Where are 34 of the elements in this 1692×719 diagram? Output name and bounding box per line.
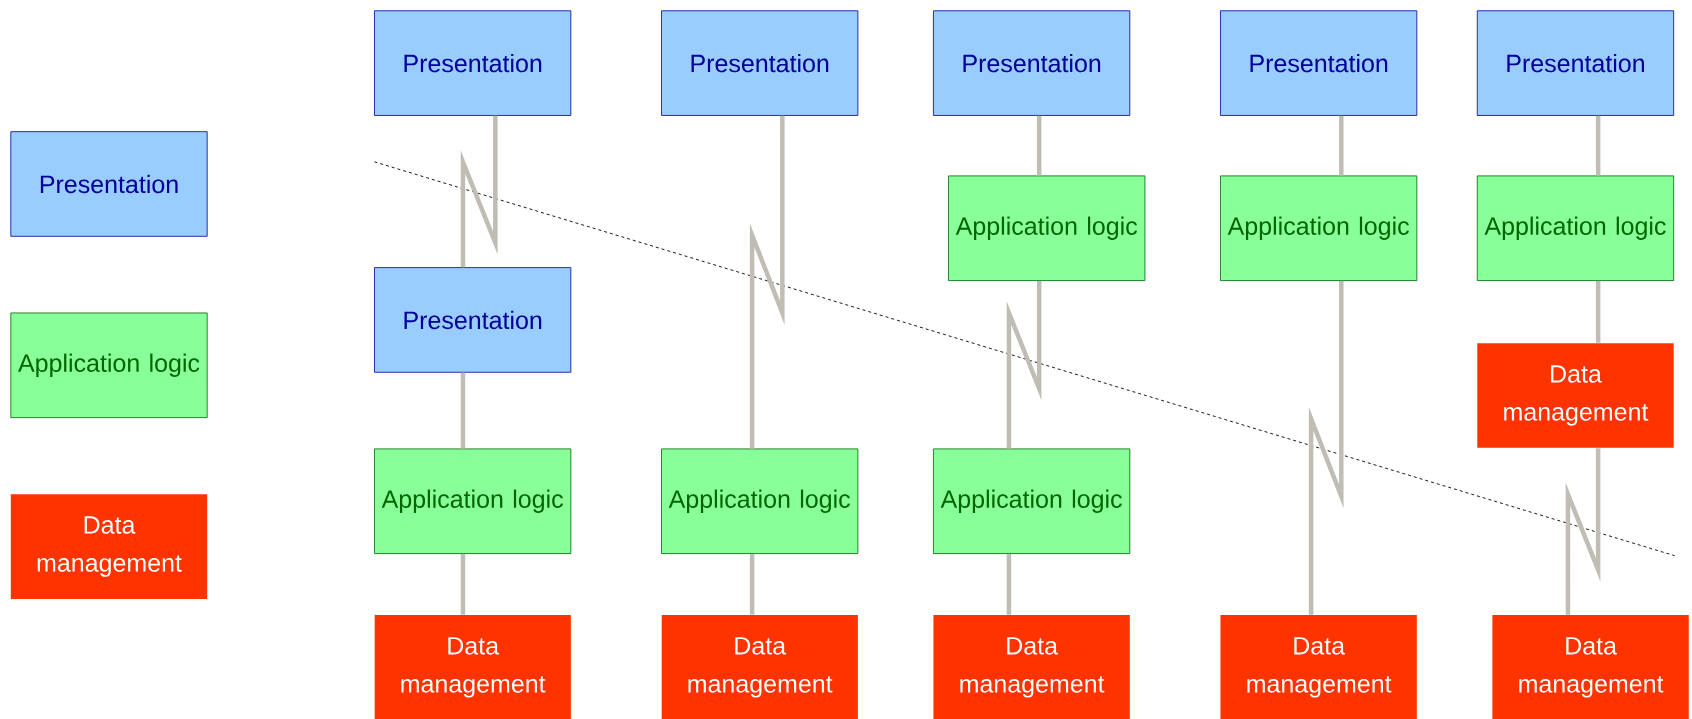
network-link bbox=[1308, 280, 1344, 615]
connector-line bbox=[1006, 553, 1012, 615]
connector-line bbox=[1595, 280, 1601, 343]
connector-line bbox=[460, 372, 466, 449]
application-logic-box: Application logic bbox=[1476, 175, 1675, 281]
data-management-box: Data management bbox=[10, 494, 208, 599]
data-management-box: Data management bbox=[374, 615, 571, 719]
presentation-box: Presentation bbox=[1220, 10, 1418, 116]
network-link bbox=[460, 115, 498, 268]
network-link bbox=[1006, 280, 1042, 449]
data-management-box: Data management bbox=[1477, 343, 1674, 448]
connector-line bbox=[1339, 115, 1344, 176]
presentation-box: Presentation bbox=[10, 131, 208, 237]
connector-line bbox=[1595, 115, 1601, 176]
connector-line bbox=[460, 553, 466, 615]
data-management-box: Data management bbox=[933, 615, 1130, 719]
application-logic-box: Application logic bbox=[374, 448, 572, 554]
data-management-box: Data management bbox=[1220, 615, 1417, 719]
presentation-box: Presentation bbox=[661, 10, 859, 116]
data-management-box: Data management bbox=[1492, 615, 1689, 719]
connector-line bbox=[749, 553, 755, 615]
application-logic-box: Application logic bbox=[1220, 175, 1418, 281]
application-logic-box: Application logic bbox=[661, 448, 859, 554]
application-logic-box: Application logic bbox=[10, 312, 208, 418]
presentation-box: Presentation bbox=[374, 267, 572, 373]
connector-line bbox=[1036, 115, 1042, 176]
application-logic-box: Application logic bbox=[948, 175, 1146, 281]
presentation-box: Presentation bbox=[374, 10, 572, 116]
presentation-box: Presentation bbox=[933, 10, 1131, 116]
data-management-box: Data management bbox=[661, 615, 858, 719]
network-link bbox=[1565, 448, 1601, 615]
presentation-box: Presentation bbox=[1476, 10, 1675, 116]
application-logic-box: Application logic bbox=[933, 448, 1131, 554]
network-link bbox=[749, 115, 785, 449]
